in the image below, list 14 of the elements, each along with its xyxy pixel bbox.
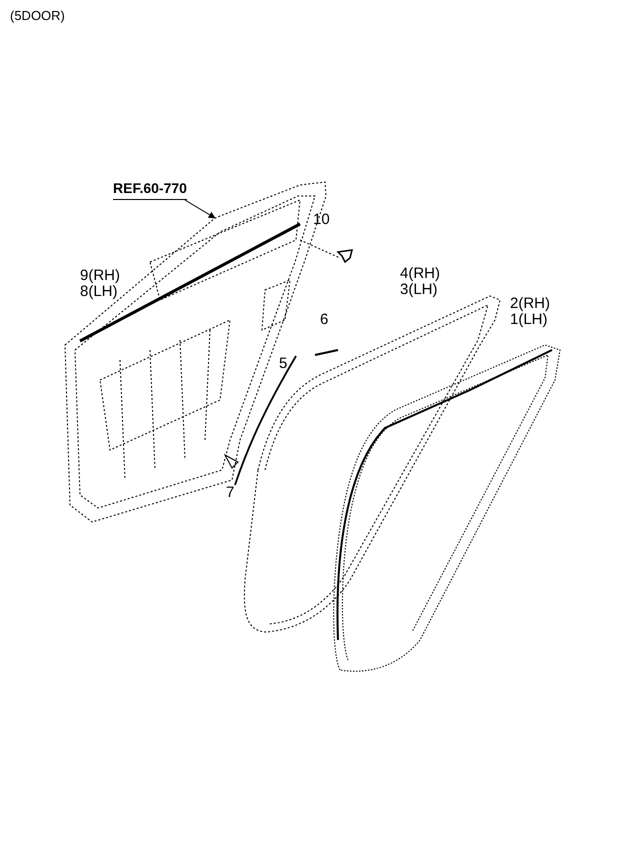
part-number: 6 [320,312,328,328]
part-number: 10 [313,212,330,228]
part-number: 8(LH) [80,284,118,300]
drawing-title: (5DOOR) [10,8,65,24]
leader-line [184,200,216,218]
part-number: 4(RH) [400,266,440,282]
part-number: 5 [279,356,288,372]
part-number: 2(RH) [510,296,550,312]
part-number: 3(LH) [400,282,438,298]
door-panel-drawing [64,181,340,523]
reference-label: REF.60-770 [113,180,187,200]
part-number: 1(LH) [510,312,548,328]
part-number: 9(RH) [80,268,120,284]
part-number: 7 [226,485,234,501]
